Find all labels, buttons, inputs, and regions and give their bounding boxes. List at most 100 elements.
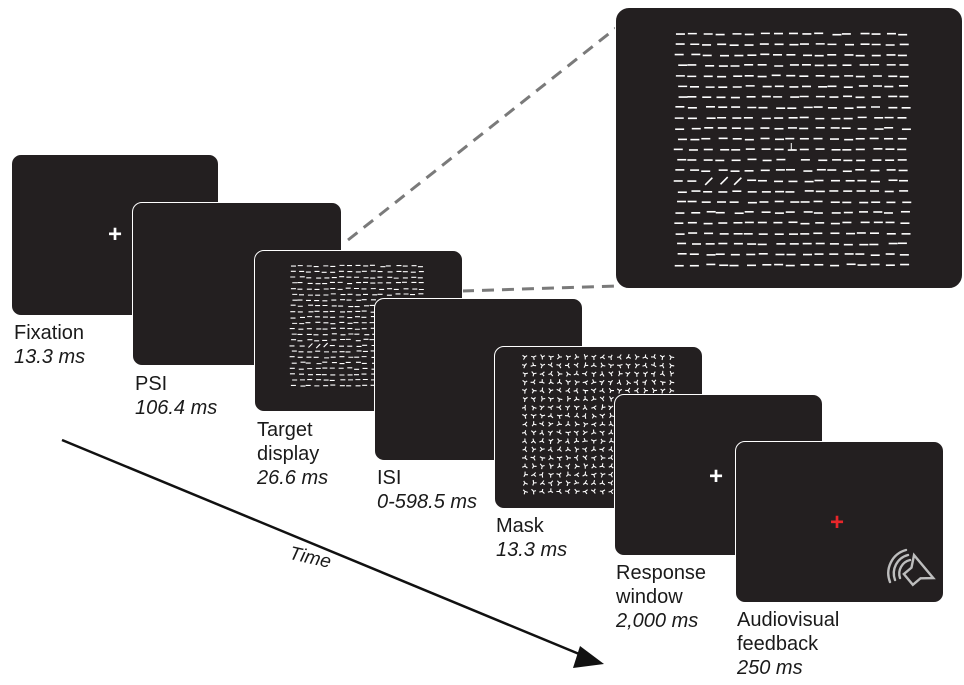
mask-glyph <box>608 371 614 377</box>
mask-glyph <box>634 363 640 369</box>
mask-glyph <box>599 446 605 452</box>
mask-glyph <box>599 489 606 495</box>
mask-glyph <box>591 413 597 419</box>
mask-glyph <box>521 455 528 461</box>
mask-glyph <box>522 396 528 402</box>
mask-glyph <box>522 413 528 419</box>
mask-glyph <box>530 430 537 436</box>
mask-glyph <box>539 387 545 394</box>
mask-glyph <box>607 454 614 461</box>
mask-glyph <box>556 480 562 486</box>
mask-glyph <box>659 354 665 361</box>
mask-glyph <box>532 479 537 486</box>
mask-glyph <box>590 395 597 402</box>
mask-glyph <box>557 371 563 377</box>
mask-glyph <box>547 362 553 368</box>
stage-name-2: display <box>257 443 320 465</box>
mask-glyph <box>574 454 579 461</box>
mask-glyph <box>574 353 580 360</box>
mask-glyph <box>547 396 554 402</box>
zoom-line-top <box>347 26 617 242</box>
mask-glyph <box>556 421 562 427</box>
mask-glyph <box>539 488 545 494</box>
mask-glyph <box>591 354 597 361</box>
mask-glyph <box>660 388 666 394</box>
mask-glyph <box>591 455 597 461</box>
mask-glyph <box>608 429 614 435</box>
mask-glyph <box>582 371 588 377</box>
mask-glyph <box>573 437 580 444</box>
mask-glyph <box>574 488 580 494</box>
mask-glyph <box>650 353 657 360</box>
mask-glyph <box>539 438 545 444</box>
mask-glyph <box>557 463 563 469</box>
zoom-line-bottom <box>461 284 617 293</box>
mask-glyph <box>590 439 597 444</box>
mask-glyph <box>531 388 537 394</box>
mask-glyph <box>539 463 545 470</box>
mask-glyph <box>574 472 580 478</box>
mask-glyph <box>608 405 614 411</box>
mask-glyph <box>591 446 597 452</box>
mask-glyph <box>582 437 588 443</box>
mask-glyph <box>599 354 606 360</box>
mask-glyph <box>600 472 606 478</box>
time-arrow-line <box>61 438 585 658</box>
mask-glyph <box>599 379 605 386</box>
mask-glyph <box>522 446 528 453</box>
mask-glyph <box>530 438 537 444</box>
mask-glyph <box>522 438 528 444</box>
mask-glyph <box>522 489 528 495</box>
mask-glyph <box>590 379 597 385</box>
mask-glyph <box>617 363 623 369</box>
mask-glyph <box>531 405 537 411</box>
mask-glyph <box>608 463 614 469</box>
mask-glyph <box>607 480 614 486</box>
mask-glyph <box>521 430 527 436</box>
mask-glyph <box>540 354 546 360</box>
mask-glyph <box>599 413 606 419</box>
mask-glyph <box>565 387 571 394</box>
mask-glyph <box>539 421 545 427</box>
mask-glyph <box>669 388 675 394</box>
mask-glyph <box>582 389 589 394</box>
mask-glyph <box>591 422 597 427</box>
mask-glyph <box>574 412 580 418</box>
mask-glyph <box>591 371 597 377</box>
mask-glyph <box>591 472 597 478</box>
mask-glyph <box>565 463 571 470</box>
mask-glyph <box>660 380 666 386</box>
mask-glyph <box>583 422 589 428</box>
mask-glyph <box>521 363 528 369</box>
mask-glyph <box>659 362 665 369</box>
mask-glyph <box>548 480 554 487</box>
mask-glyph <box>582 480 589 485</box>
mask-glyph <box>530 414 537 419</box>
mask-glyph <box>556 456 563 461</box>
stage-duration: 13.3 ms <box>14 346 86 368</box>
mask-glyph <box>599 480 606 486</box>
mask-glyph <box>565 480 571 487</box>
fixation-label: Fixation 13.3 ms <box>14 321 85 369</box>
mask-glyph <box>583 362 589 368</box>
mask-glyph <box>573 480 580 485</box>
mask-glyph <box>573 405 580 410</box>
mask-glyph <box>548 370 554 377</box>
mask-glyph <box>573 370 579 376</box>
mask-glyph <box>651 387 658 394</box>
mask-glyph <box>556 387 562 393</box>
stage-name: PSI <box>135 373 168 395</box>
mask-glyph <box>556 472 562 478</box>
mask-glyph <box>530 455 536 461</box>
mask-glyph <box>599 388 605 394</box>
stage-duration: 2,000 ms <box>616 610 699 632</box>
mask-glyph <box>582 413 587 419</box>
mask-glyph <box>573 362 579 368</box>
mask-glyph <box>590 479 597 486</box>
stage-name: Response <box>616 562 707 584</box>
mask-glyph <box>522 421 528 427</box>
mask-glyph <box>582 454 588 461</box>
mask-glyph <box>539 405 545 411</box>
mask-glyph <box>539 371 545 377</box>
